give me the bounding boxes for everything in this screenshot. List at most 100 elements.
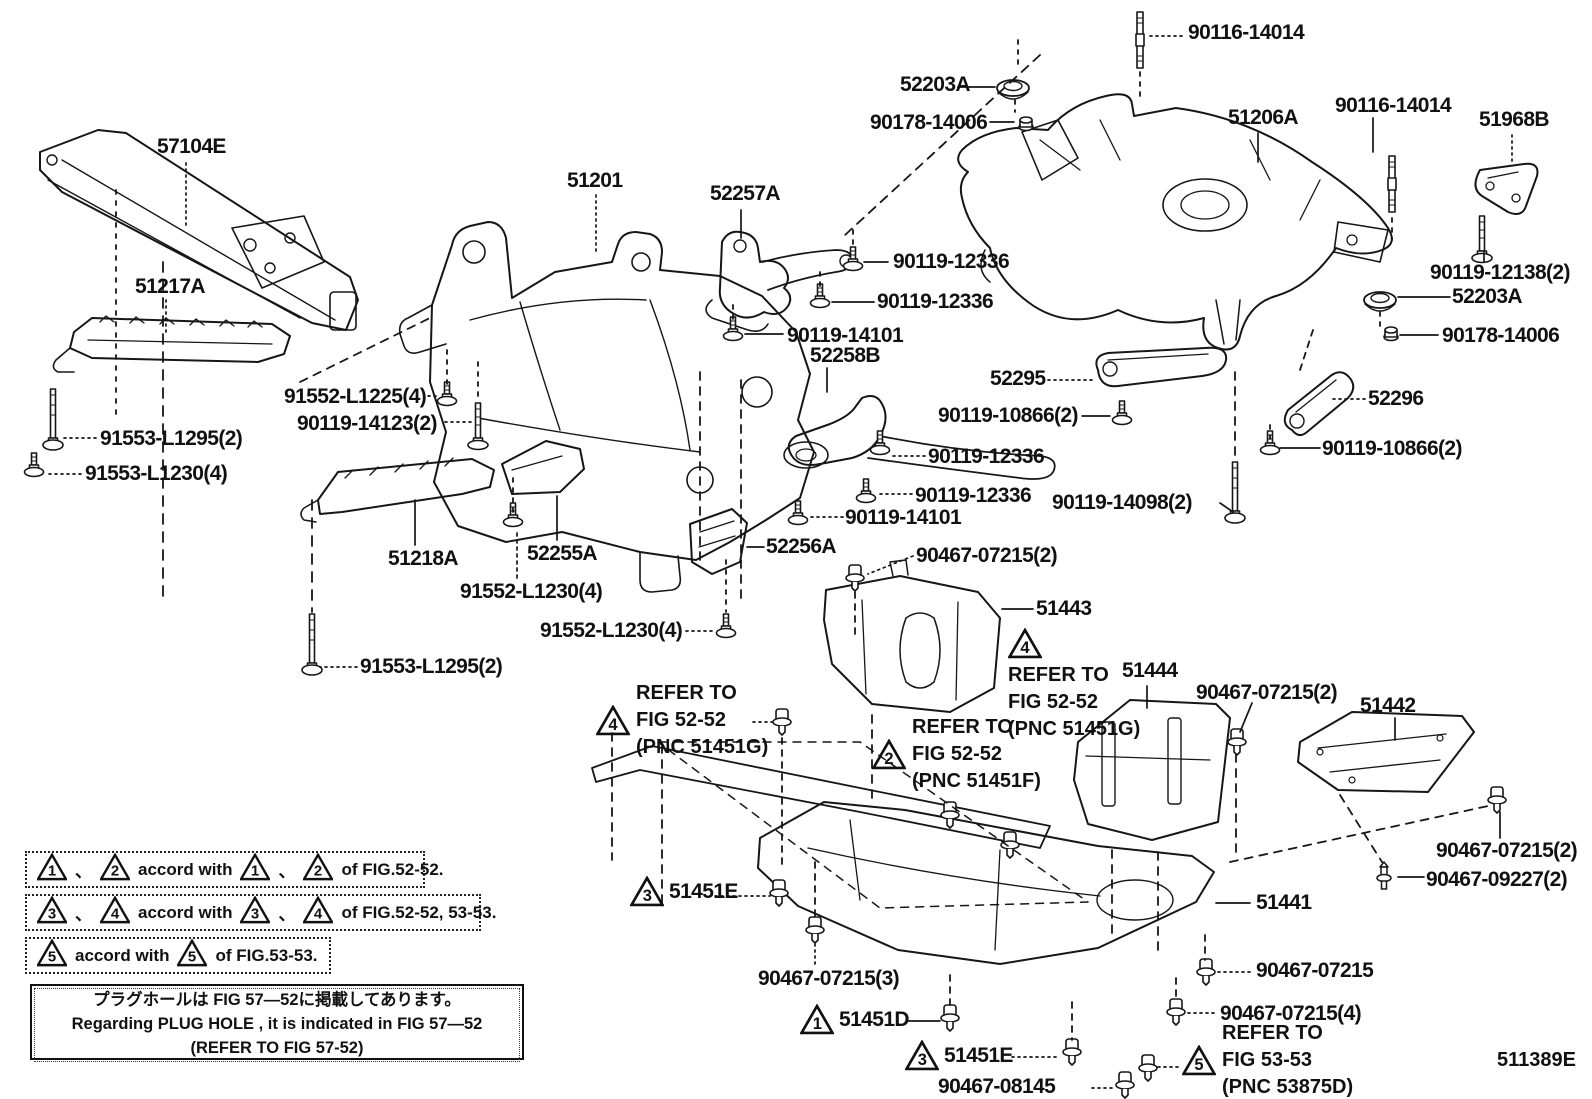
- triangle-3-icon: 3: [240, 896, 271, 924]
- part-52295-drawing: [1095, 346, 1228, 388]
- part-label-52258B: 52258B: [810, 344, 881, 367]
- part-label-90467-09227(2): 90467-09227(2): [1426, 868, 1568, 891]
- ref-note-(PNC 51451F): 2REFER TOFIG 52-52(PNC 51451F): [872, 714, 1041, 794]
- triangle-4-icon: 4: [596, 704, 630, 735]
- triangle-2-icon: 2: [303, 853, 334, 881]
- part-label-90467-07215(2): 90467-07215(2): [1196, 681, 1338, 704]
- part-51443-drawing: [823, 559, 1001, 713]
- part-label-91553-L1230(4): 91553-L1230(4): [85, 462, 228, 485]
- svg-text:4: 4: [1020, 638, 1030, 657]
- part-52256A-drawing: [689, 508, 748, 575]
- part-label-90119-14123(2): 90119-14123(2): [297, 412, 438, 435]
- triangle-2-icon: 2: [100, 853, 130, 881]
- part-label-90119-12336: 90119-12336: [915, 484, 1032, 507]
- part-label-90116-14014: 90116-14014: [1188, 21, 1305, 44]
- part-57104E-drawing: [39, 129, 359, 331]
- triangle-1-icon: 1: [240, 853, 271, 881]
- ref-note-(PNC 51451G): 4REFER TOFIG 52-52(PNC 51451G): [596, 680, 768, 760]
- plug-note-english: Regarding PLUG HOLE , it is indicated in…: [71, 1015, 483, 1034]
- part-label-90119-12336: 90119-12336: [893, 250, 1010, 273]
- part-label-90467-08145: 90467-08145: [938, 1075, 1056, 1098]
- part-label-52256A: 52256A: [766, 535, 837, 558]
- svg-text:3: 3: [251, 905, 259, 922]
- svg-text:3: 3: [48, 905, 56, 922]
- part-label-90119-14101: 90119-14101: [845, 506, 962, 529]
- svg-text:2: 2: [314, 862, 322, 879]
- plug-note-japanese: プラグホールは FIG 57—52に掲載してあります。: [93, 991, 461, 1010]
- plug-hole-note-box: プラグホールは FIG 57—52に掲載してあります。 Regarding PL…: [30, 984, 524, 1062]
- ref-note-(PNC 53875D): 5REFER TOFIG 53-53(PNC 53875D): [1182, 1020, 1353, 1099]
- ref-note-(PNC 51451G): 4REFER TOFIG 52-52(PNC 51451G): [1008, 628, 1140, 742]
- triangle-1-icon: 1: [800, 1004, 834, 1035]
- part-label-90119-10866(2): 90119-10866(2): [938, 404, 1079, 427]
- svg-text:2: 2: [111, 862, 119, 879]
- part-label-91553-L1295(2): 91553-L1295(2): [360, 655, 503, 678]
- part-51218A-drawing: [300, 457, 495, 523]
- part-label-90119-14101: 90119-14101: [787, 324, 904, 347]
- plug-note-refer: (REFER TO FIG 57-52): [190, 1038, 364, 1057]
- label-leader-lines: [45, 35, 1513, 1089]
- part-label-91552-L1230(4): 91552-L1230(4): [540, 619, 683, 642]
- part-label-90119-12138(2): 90119-12138(2): [1430, 261, 1571, 284]
- svg-text:4: 4: [608, 714, 618, 733]
- part-52296-drawing: [1283, 371, 1355, 436]
- part-label-90119-10866(2): 90119-10866(2): [1322, 437, 1463, 460]
- triangle-2-icon: 2: [872, 738, 906, 769]
- part-label-52295: 52295: [990, 367, 1046, 390]
- part-51444-drawing: [1073, 699, 1231, 841]
- part-51206A-drawing: [957, 93, 1393, 351]
- part-51201-drawing: [398, 221, 815, 593]
- svg-text:5: 5: [188, 948, 196, 965]
- triangle-5-icon: 5: [177, 939, 208, 967]
- part-label-90119-12336: 90119-12336: [928, 445, 1045, 468]
- part-label-90119-12336: 90119-12336: [877, 290, 994, 313]
- part-label-90178-14006: 90178-14006: [1442, 324, 1560, 347]
- svg-text:4: 4: [111, 905, 120, 922]
- part-51217A-drawing: [52, 315, 291, 373]
- part-label-51442: 51442: [1360, 694, 1416, 717]
- svg-text:1: 1: [251, 862, 259, 879]
- part-label-90119-14098(2): 90119-14098(2): [1052, 491, 1193, 514]
- part-label-90467-07215(3): 90467-07215(3): [758, 967, 900, 990]
- part-52258B-drawing: [783, 395, 1056, 480]
- part-label-90467-07215(2): 90467-07215(2): [1436, 839, 1578, 862]
- svg-text:5: 5: [48, 948, 56, 965]
- triangle-3-icon: 3: [630, 876, 664, 907]
- part-label-51201: 51201: [567, 169, 623, 192]
- part-label-90467-07215(4): 90467-07215(4): [1220, 1002, 1362, 1025]
- part-label-51441: 51441: [1256, 891, 1312, 914]
- triangle-5-icon: 5: [1182, 1044, 1216, 1075]
- part-label-51218A: 51218A: [388, 547, 459, 570]
- part-label-90116-14014: 90116-14014: [1335, 94, 1452, 117]
- part-label-52203A: 52203A: [900, 73, 971, 96]
- part-label-51968B: 51968B: [1479, 108, 1550, 131]
- part-label-91553-L1295(2): 91553-L1295(2): [100, 427, 243, 450]
- triangle-1-icon: 1: [37, 853, 67, 881]
- svg-text:1: 1: [813, 1014, 822, 1033]
- svg-text:3: 3: [643, 886, 652, 905]
- alignment-dashed-lines: [115, 39, 1489, 1041]
- svg-text:1: 1: [48, 862, 56, 879]
- part-label-51217A: 51217A: [135, 275, 206, 298]
- part-52255A-drawing: [501, 440, 585, 495]
- triangle-4-icon: 4: [100, 896, 130, 924]
- part-label-51444: 51444: [1122, 659, 1178, 682]
- part-label-52255A: 52255A: [527, 542, 598, 565]
- part-51442-drawing: [1297, 711, 1475, 793]
- svg-text:2: 2: [884, 748, 893, 767]
- part-label-511389E: 511389E: [1497, 1049, 1576, 1071]
- triangle-5-icon: 5: [37, 939, 67, 967]
- triangle-3-icon: 3: [37, 896, 67, 924]
- svg-text:4: 4: [314, 905, 323, 922]
- part-52257A-drawing: [705, 230, 853, 332]
- part-label-90467-07215: 90467-07215: [1256, 959, 1374, 982]
- part-label-52257A: 52257A: [710, 182, 781, 205]
- part-51968B-drawing: [1474, 162, 1539, 215]
